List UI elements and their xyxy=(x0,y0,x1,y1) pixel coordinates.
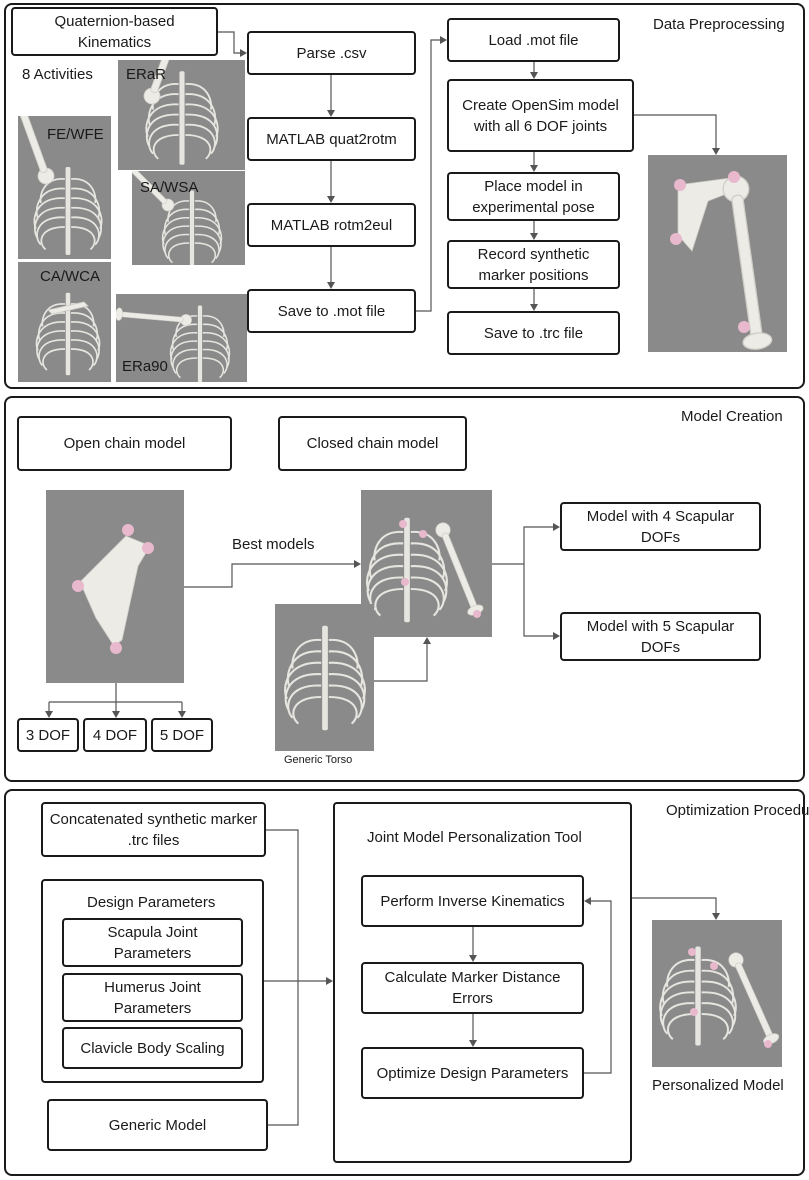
record-markers-box: Record synthetic marker positions xyxy=(447,240,620,289)
data-preprocessing-title: Data Preprocessing xyxy=(653,16,785,33)
activity-era90-image: ERa90 xyxy=(114,294,247,384)
parse-csv-box: Parse .csv xyxy=(247,31,416,75)
closed-chain-skeleton-icon xyxy=(366,516,485,624)
generic-model-box: Generic Model xyxy=(47,1099,268,1151)
opensim-shoulder-image xyxy=(648,155,787,352)
quaternion-kinematics-box: Quaternion-based Kinematics xyxy=(11,7,218,56)
personalized-skeleton-icon xyxy=(659,945,781,1048)
closed-chain-model-box: Closed chain model xyxy=(278,416,467,471)
activities-label: 8 Activities xyxy=(22,66,93,83)
place-model-box: Place model in experimental pose xyxy=(447,172,620,221)
activity-erar-image: ERaR xyxy=(118,0,245,170)
personalized-model-image xyxy=(652,920,782,1067)
optimize-design-params-box: Optimize Design Parameters xyxy=(361,1047,584,1099)
dof5-box: 5 DOF xyxy=(151,718,213,752)
activity-label-sa: SA/WSA xyxy=(140,179,199,196)
activity-label-fe: FE/WFE xyxy=(47,126,104,143)
humerus-joint-params-box: Humerus Joint Parameters xyxy=(62,973,243,1022)
clavicle-body-scaling-box: Clavicle Body Scaling xyxy=(62,1027,243,1069)
generic-torso-image xyxy=(275,604,374,751)
scapula-model-icon xyxy=(72,524,154,654)
optimization-title: Optimization Procedure xyxy=(666,802,809,819)
save-mot-box: Save to .mot file xyxy=(247,289,416,333)
model-5-scapular-dofs-box: Model with 5 Scapular DOFs xyxy=(560,612,761,661)
design-parameters-label: Design Parameters xyxy=(87,894,216,911)
ca-skeleton-icon xyxy=(35,291,101,377)
concatenated-trc-box: Concatenated synthetic marker .trc files xyxy=(41,802,266,857)
open-chain-model-box: Open chain model xyxy=(17,416,232,471)
activity-ca-image: CA/WCA xyxy=(18,262,111,382)
scapula-joint-params-box: Scapula Joint Parameters xyxy=(62,918,243,967)
inverse-kinematics-box: Perform Inverse Kinematics xyxy=(361,875,584,927)
personalized-model-label: Personalized Model xyxy=(652,1077,784,1094)
create-opensim-model-box: Create OpenSim model with all 6 DOF join… xyxy=(447,79,634,152)
activity-label-erar: ERaR xyxy=(126,66,167,83)
activity-label-era90: ERa90 xyxy=(122,358,168,375)
activity-sa-image: SA/WSA xyxy=(109,146,245,269)
quat2rotm-box: MATLAB quat2rotm xyxy=(247,117,416,161)
open-chain-scapula-image xyxy=(46,490,184,683)
generic-torso-label: Generic Torso xyxy=(284,754,353,766)
dof3-box: 3 DOF xyxy=(17,718,79,752)
closed-chain-torso-image xyxy=(361,490,492,637)
dof4-box: 4 DOF xyxy=(83,718,147,752)
marker-distance-errors-box: Calculate Marker Distance Errors xyxy=(361,962,584,1014)
activity-fe-image: FE/WFE xyxy=(2,77,111,259)
model-4-scapular-dofs-box: Model with 4 Scapular DOFs xyxy=(560,502,761,551)
jmp-tool-label: Joint Model Personalization Tool xyxy=(367,829,582,846)
rotm2eul-box: MATLAB rotm2eul xyxy=(247,203,416,247)
model-creation-title: Model Creation xyxy=(681,408,783,425)
shoulder-model-icon xyxy=(670,171,774,352)
load-mot-box: Load .mot file xyxy=(447,18,620,62)
activity-label-ca: CA/WCA xyxy=(40,268,100,285)
save-trc-box: Save to .trc file xyxy=(447,311,620,355)
best-models-label: Best models xyxy=(232,536,315,553)
generic-torso-icon xyxy=(284,624,366,732)
